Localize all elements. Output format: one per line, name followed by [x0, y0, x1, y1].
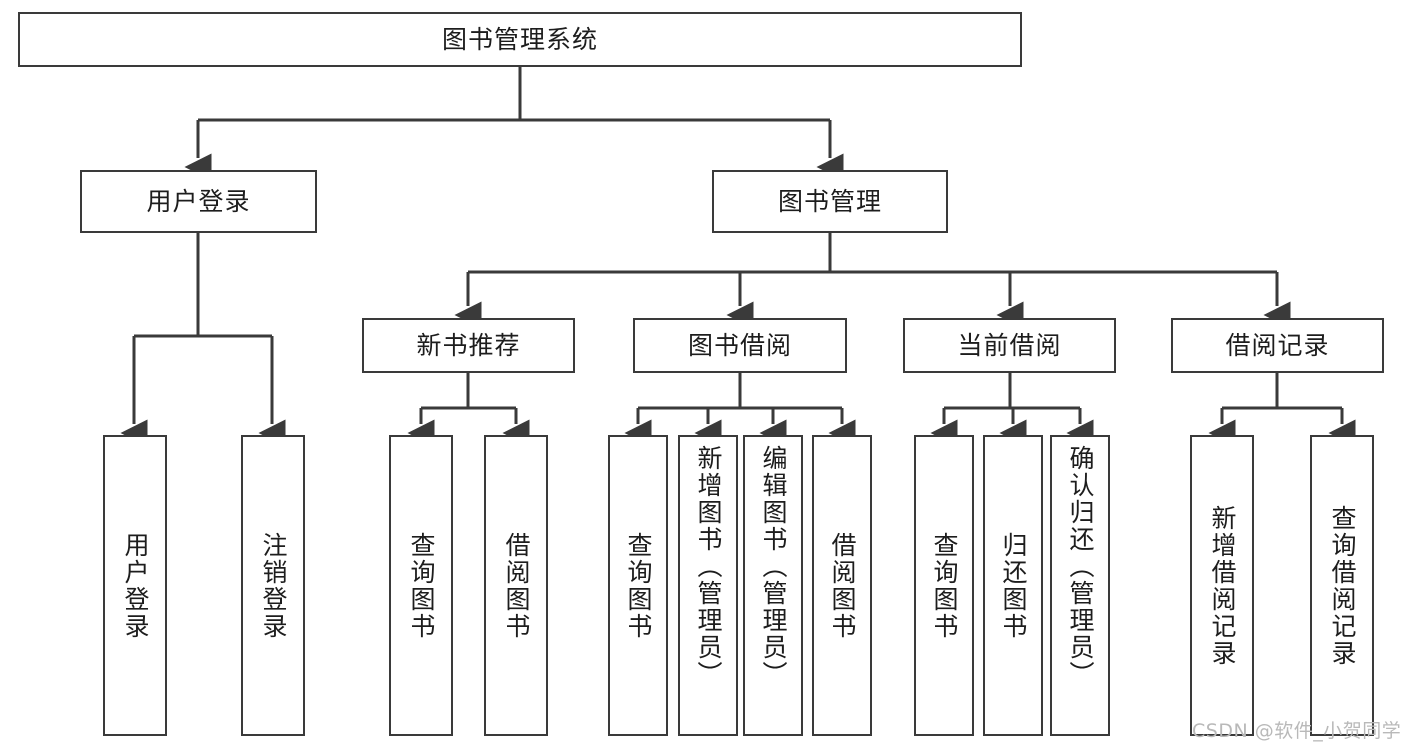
node-leaf-add-borrow-record[interactable]: 新增借阅记录 — [1190, 435, 1254, 736]
csdn-watermark: CSDN @软件_小贺同学 — [1192, 720, 1402, 742]
node-book-borrow[interactable]: 图书借阅 — [633, 318, 847, 373]
node-leaf-borrow-book-1[interactable]: 借阅图书 — [484, 435, 548, 736]
node-leaf-query-book-1[interactable]: 查询图书 — [389, 435, 453, 736]
node-leaf-query-borrow-record[interactable]: 查询借阅记录 — [1310, 435, 1374, 736]
node-new-book-recommend[interactable]: 新书推荐 — [362, 318, 575, 373]
node-leaf-return-book[interactable]: 归还图书 — [983, 435, 1043, 736]
node-book-management[interactable]: 图书管理 — [712, 170, 948, 233]
node-borrow-record[interactable]: 借阅记录 — [1171, 318, 1384, 373]
node-current-borrow[interactable]: 当前借阅 — [903, 318, 1116, 373]
node-leaf-edit-book[interactable]: 编辑图书（管理员） — [743, 435, 803, 736]
node-leaf-user-logout[interactable]: 注销登录 — [241, 435, 305, 736]
node-leaf-user-login[interactable]: 用户登录 — [103, 435, 167, 736]
node-leaf-add-book[interactable]: 新增图书（管理员） — [678, 435, 738, 736]
node-leaf-query-book-2[interactable]: 查询图书 — [608, 435, 668, 736]
node-leaf-query-book-3[interactable]: 查询图书 — [914, 435, 974, 736]
node-root-title[interactable]: 图书管理系统 — [18, 12, 1022, 67]
node-user-login[interactable]: 用户登录 — [80, 170, 317, 233]
node-leaf-confirm-return[interactable]: 确认归还（管理员） — [1050, 435, 1110, 736]
node-leaf-borrow-book-2[interactable]: 借阅图书 — [812, 435, 872, 736]
